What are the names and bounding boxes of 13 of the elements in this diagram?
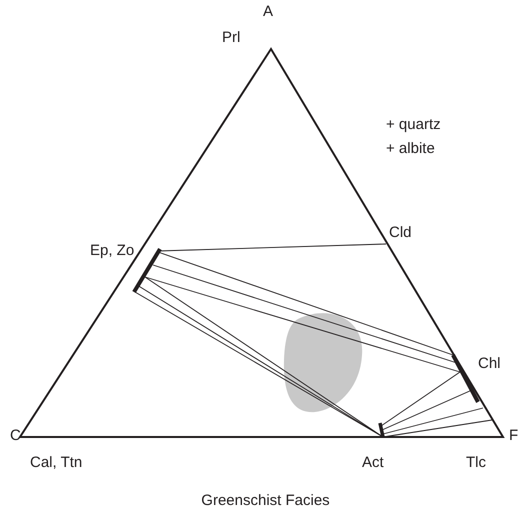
axis-label: + albite [386,141,435,156]
axis-label: A [263,4,274,19]
axis-label: C [10,428,21,443]
axis-label: F [509,428,518,443]
axis-label: Chl [478,356,501,371]
axis-label: Act [362,455,384,470]
caption: Greenschist Facies [200,493,331,508]
axis-label: Prl [222,30,240,45]
axis-label: Ep, Zo [90,243,134,258]
axis-label: Tlc [466,455,486,470]
axis-label: Cld [389,225,412,240]
axis-label: + quartz [386,117,441,132]
axis-label: Cal, Ttn [30,455,82,470]
